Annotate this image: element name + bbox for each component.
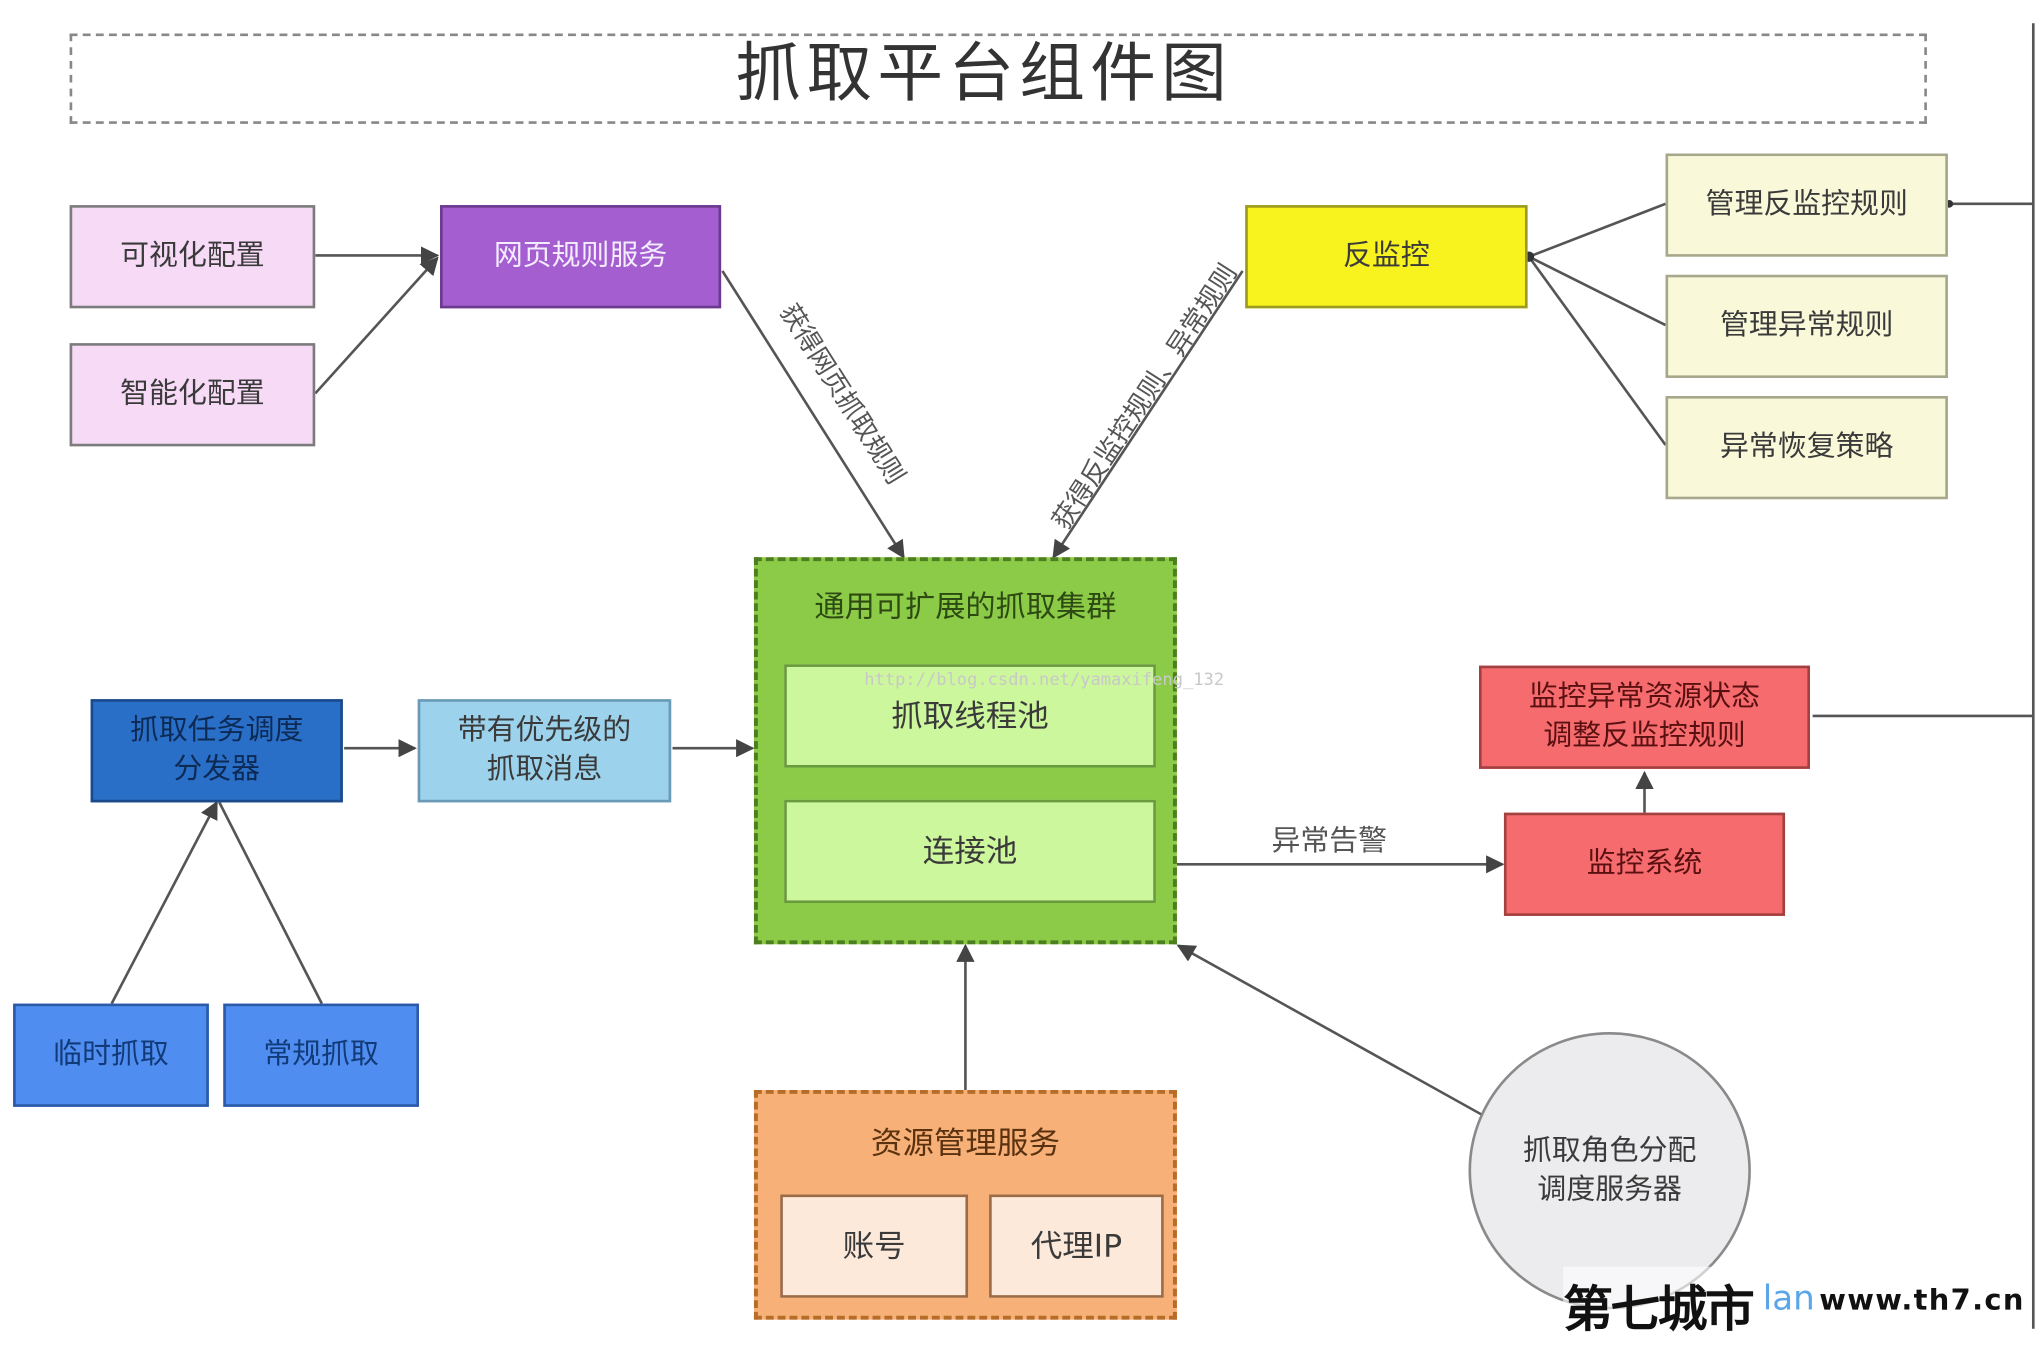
node-role-service: 抓取角色分配 调度服务器: [1468, 1032, 1751, 1310]
title-frame: [69, 33, 1927, 124]
resource-container: 资源管理服务 账号 代理IP: [753, 1090, 1177, 1320]
edge-manage-anti: [1528, 202, 1666, 258]
node-monitor-system-label: 监控系统: [1586, 847, 1703, 880]
edge-rules-to-cluster: [721, 270, 905, 559]
node-adjust-anti-rules: 监控异常资源状态 调整反监控规则: [1479, 665, 1811, 769]
node-account-label: 账号: [842, 1228, 906, 1265]
node-temp-crawl: 临时抓取: [13, 1003, 209, 1107]
branding-cn: 第七城市: [1563, 1280, 1755, 1338]
node-thread-pool: 抓取线程池: [784, 664, 1156, 768]
node-dispatcher-line1: 抓取任务调度: [130, 714, 304, 747]
edge-manage-abnormal: [1528, 255, 1667, 327]
node-conn-pool: 连接池: [784, 799, 1156, 903]
node-anti-monitor-label: 反监控: [1343, 239, 1430, 273]
node-manage-anti-rules-label: 管理反监控规则: [1705, 188, 1908, 221]
node-recovery-strategy: 异常恢复策略: [1665, 396, 1948, 500]
node-manage-abnormal-rules-label: 管理异常规则: [1720, 309, 1894, 342]
edge-recovery: [1527, 255, 1667, 446]
branding-latin: lan: [1762, 1279, 1815, 1319]
watermark-url: http://blog.csdn.net/yamaxifeng_132: [864, 670, 1225, 691]
node-adjust-anti-rules-line2: 调整反监控规则: [1543, 719, 1746, 753]
edge-regular-to-dispatcher: [218, 801, 323, 1005]
cluster-container: 通用可扩展的抓取集群 抓取线程池 连接池: [753, 557, 1177, 945]
node-proxy-ip-label: 代理IP: [1030, 1228, 1123, 1265]
node-rules-service: 网页规则服务: [440, 205, 722, 309]
node-thread-pool-label: 抓取线程池: [891, 697, 1049, 735]
node-role-service-line2: 调度服务器: [1537, 1173, 1682, 1206]
branding-logo: 第七城市 lan www.th7.cn: [1563, 1266, 2030, 1338]
node-conn-pool-label: 连接池: [922, 833, 1018, 870]
node-adjust-anti-rules-line1: 监控异常资源状态: [1528, 681, 1761, 714]
node-anti-monitor: 反监控: [1245, 205, 1528, 309]
node-manage-anti-rules: 管理反监控规则: [1665, 153, 1948, 257]
node-regular-crawl: 常规抓取: [223, 1003, 420, 1107]
node-dispatcher-line2: 分发器: [173, 753, 261, 786]
diagram-title: 抓取平台组件图: [735, 36, 1233, 111]
node-monitor-system: 监控系统: [1503, 812, 1786, 916]
edge-smart-to-rules: [314, 256, 439, 395]
node-manage-abnormal-rules: 管理异常规则: [1665, 274, 1948, 378]
cluster-title: 通用可扩展的抓取集群: [814, 590, 1117, 625]
node-role-service-line1: 抓取角色分配: [1522, 1134, 1697, 1167]
edge-anti-to-cluster: [1052, 270, 1244, 559]
branding-url: www.th7.cn: [1819, 1284, 2025, 1318]
edge-label-alert: 异常告警: [1271, 825, 1388, 858]
node-smart-config-label: 智能化配置: [120, 377, 265, 411]
node-temp-crawl-label: 临时抓取: [53, 1038, 169, 1071]
node-visual-config: 可视化配置: [69, 205, 316, 309]
node-regular-crawl-label: 常规抓取: [263, 1038, 379, 1071]
node-priority-message: 带有优先级的 抓取消息: [417, 699, 672, 803]
node-dispatcher: 抓取任务调度 分发器: [90, 699, 343, 803]
node-proxy-ip: 代理IP: [989, 1194, 1164, 1298]
node-visual-config-label: 可视化配置: [120, 239, 265, 273]
node-smart-config: 智能化配置: [69, 343, 316, 447]
edge-role-to-cluster: [1176, 944, 1483, 1116]
node-recovery-strategy-label: 异常恢复策略: [1720, 430, 1894, 464]
node-account: 账号: [780, 1194, 969, 1298]
node-rules-service-label: 网页规则服务: [493, 239, 668, 273]
resource-title: 资源管理服务: [870, 1124, 1060, 1161]
edge-temp-to-dispatcher: [110, 800, 218, 1005]
node-priority-message-line2: 抓取消息: [486, 753, 603, 786]
node-priority-message-line1: 带有优先级的: [457, 714, 632, 747]
